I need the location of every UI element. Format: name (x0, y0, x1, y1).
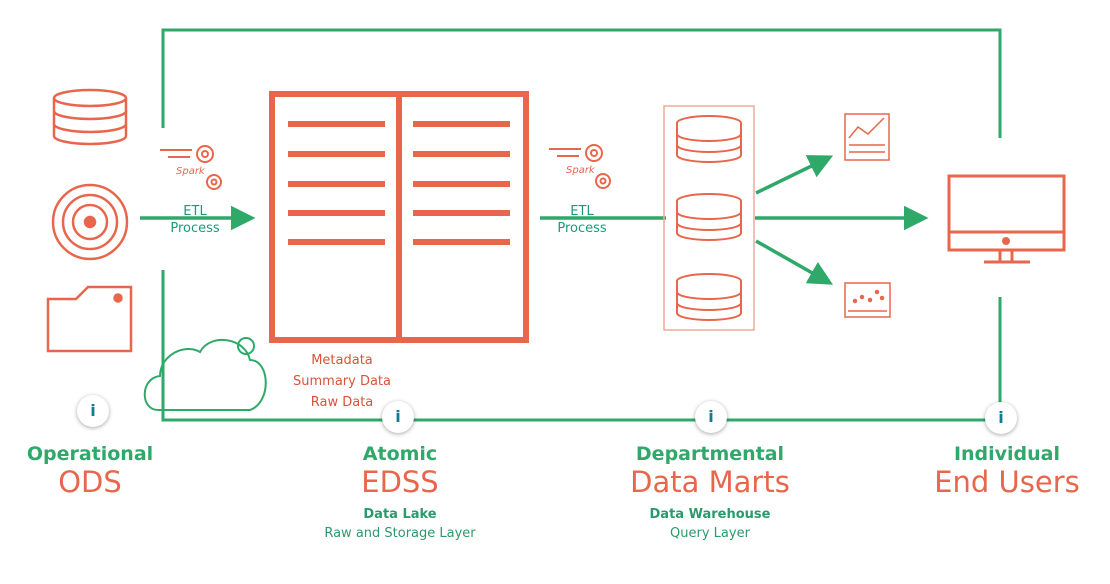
column-data-marts: Departmental Data Marts Data Warehouse Q… (610, 443, 810, 541)
layer-description: Raw and Storage Layer (324, 526, 476, 541)
layer-name: Data Warehouse (649, 507, 771, 522)
database-icon (52, 88, 128, 146)
scatter-chart-icon (844, 282, 891, 318)
line-chart-icon (844, 113, 890, 161)
column-title: Data Marts (630, 465, 790, 499)
category-label: Departmental (635, 443, 785, 465)
info-button-data-marts[interactable]: i (695, 401, 727, 433)
folder-icon (46, 285, 133, 353)
column-title: End Users (934, 465, 1080, 499)
cloud-icon (143, 337, 267, 411)
target-icon (51, 183, 129, 261)
etl-label: ETL (570, 204, 594, 219)
column-edss: Atomic EDSS Data Lake Raw and Storage La… (300, 443, 500, 541)
data-lake-icon (269, 91, 529, 343)
database-stack-icon (663, 105, 755, 331)
etl-label: ETL (183, 204, 207, 219)
column-title: EDSS (361, 465, 439, 499)
summary-data-label: Summary Data (293, 374, 391, 389)
spark-logo-text: Spark (566, 165, 595, 176)
category-label: Atomic (362, 443, 438, 465)
spark-logo-text: Spark (176, 166, 205, 177)
raw-data-label: Raw Data (310, 395, 374, 410)
data-lake-labels: Metadata Summary Data Raw Data (282, 350, 402, 413)
etl-process-left: ETL Process (165, 203, 225, 237)
layer-name: Data Lake (363, 507, 437, 522)
arrow-to-line-chart (755, 155, 834, 195)
column-ods: Operational ODS (10, 443, 170, 499)
category-label: Operational (26, 443, 154, 465)
process-label: Process (170, 221, 220, 236)
spark-gears-icon (160, 145, 222, 190)
column-title: ODS (58, 465, 122, 499)
layer-description: Query Layer (670, 526, 750, 541)
info-button-ods[interactable]: i (77, 395, 109, 427)
etl-process-right: ETL Process (552, 203, 612, 237)
metadata-label: Metadata (311, 353, 373, 368)
monitor-icon (947, 174, 1066, 264)
info-button-edss[interactable]: i (382, 401, 414, 433)
process-label: Process (557, 221, 607, 236)
top-connector-line (161, 28, 1002, 138)
spark-gears-icon (549, 144, 611, 189)
category-label: Individual (953, 443, 1061, 465)
arrow-to-scatter-chart (755, 239, 834, 285)
column-end-users: Individual End Users (917, 443, 1097, 499)
bottom-connector-line (161, 270, 1002, 422)
info-button-end-users[interactable]: i (985, 402, 1017, 434)
